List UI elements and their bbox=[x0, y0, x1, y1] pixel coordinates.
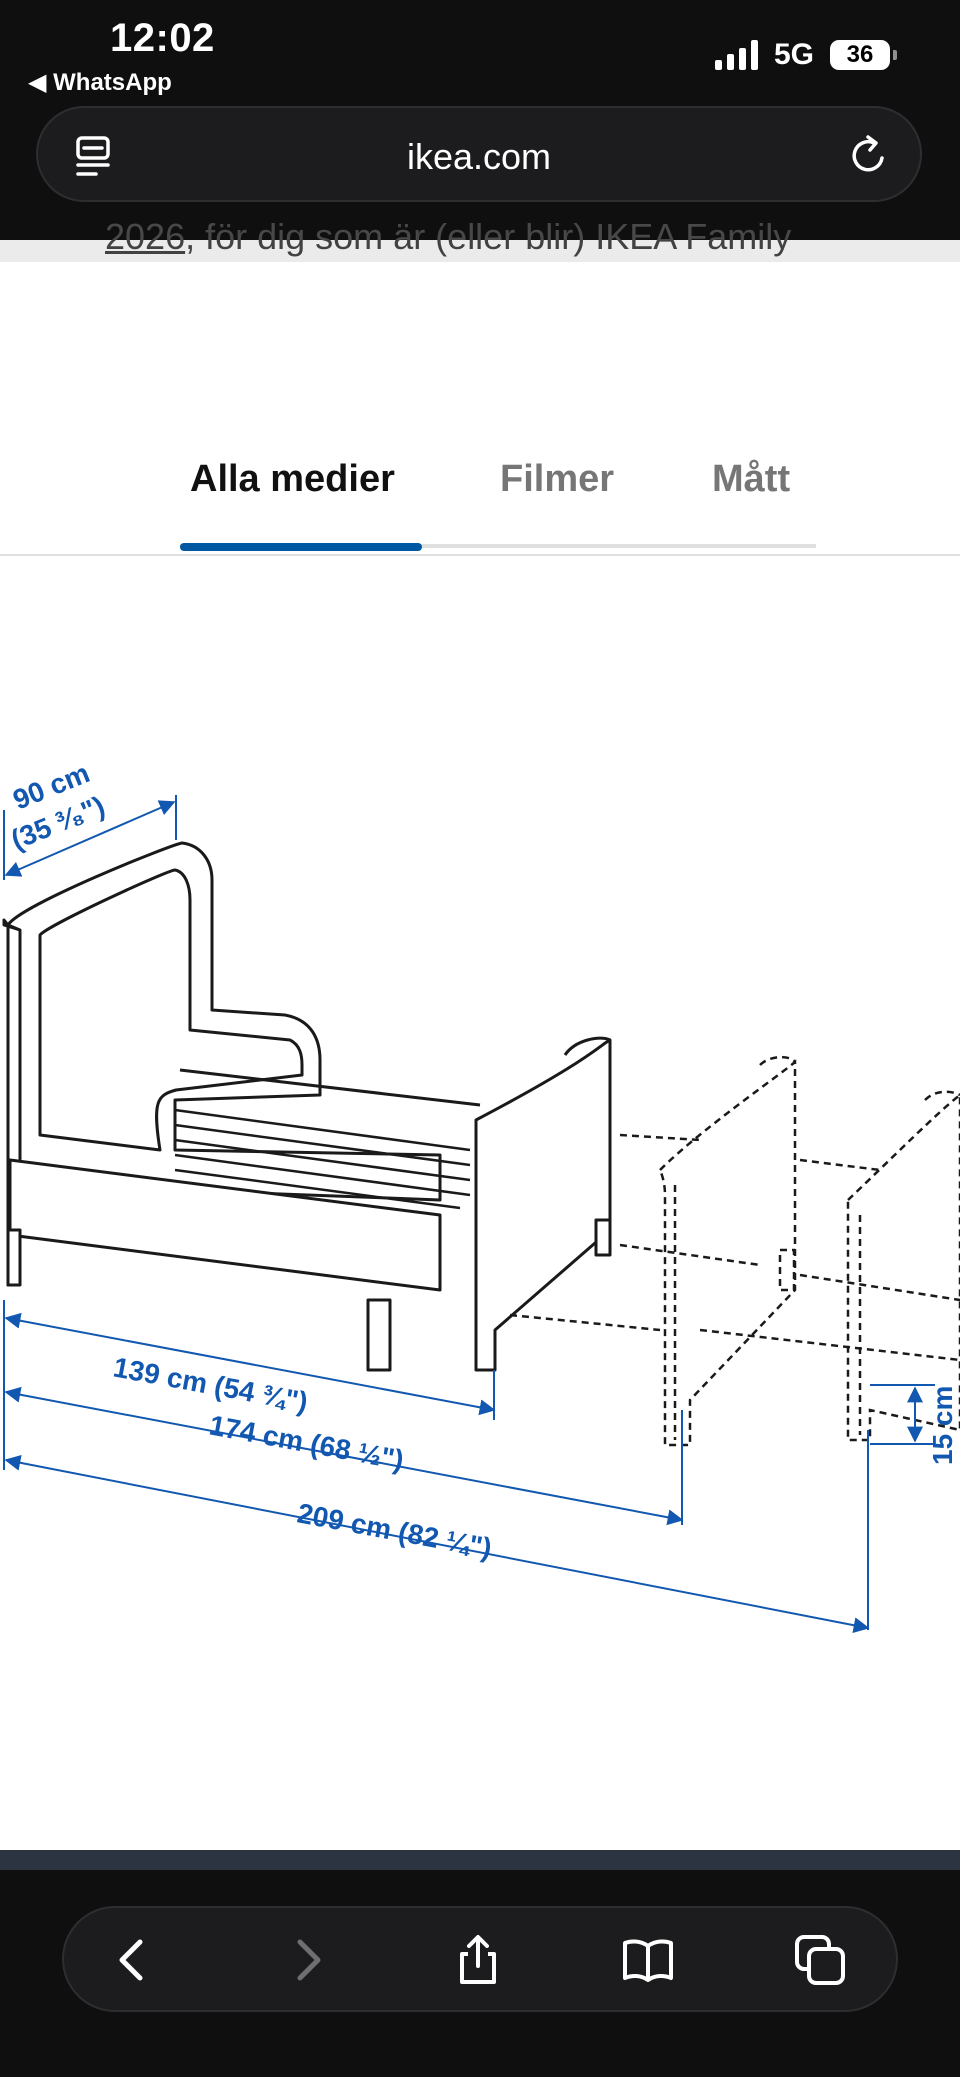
tab-active-indicator bbox=[180, 543, 422, 551]
tab-films[interactable]: Filmer bbox=[500, 458, 615, 500]
tabs-icon[interactable] bbox=[792, 1932, 848, 1988]
clipped-text-rest: , för dig som är (eller blir) IKEA Famil… bbox=[185, 216, 792, 257]
network-type: 5G bbox=[773, 38, 814, 71]
bed-dimension-drawing: 90 cm (35 ³⁄₈") 139 cm (54 ¾") 174 cm (6… bbox=[2, 757, 960, 1634]
bed-illustration bbox=[2, 841, 612, 1372]
tab-all-media[interactable]: Alla medier bbox=[190, 458, 395, 500]
back-to-app-link[interactable]: ◀ WhatsApp bbox=[28, 69, 172, 96]
status-time: 12:02 bbox=[110, 16, 215, 60]
dim-length-139: 139 cm (54 ¾") bbox=[111, 1351, 310, 1417]
tab-track bbox=[180, 544, 816, 548]
back-icon[interactable] bbox=[106, 1932, 162, 1988]
tab-dimensions[interactable]: Mått bbox=[712, 458, 791, 500]
battery-icon: 36 bbox=[830, 40, 897, 70]
forward-icon[interactable] bbox=[278, 1932, 334, 1988]
battery-level: 36 bbox=[846, 41, 874, 68]
bed-extensions bbox=[509, 1055, 960, 1447]
reload-icon[interactable] bbox=[846, 132, 892, 178]
reader-mode-icon[interactable] bbox=[74, 134, 114, 178]
bookmarks-icon[interactable] bbox=[620, 1932, 676, 1988]
browser-top-chrome: 12:02 ◀ WhatsApp 5G 36 ikea.com bbox=[0, 0, 960, 240]
cellular-signal-icon bbox=[714, 40, 758, 70]
dim-length-174: 174 cm (68 ½") bbox=[207, 1409, 406, 1475]
url-text[interactable]: ikea.com bbox=[406, 136, 552, 177]
tabs-divider bbox=[0, 554, 960, 556]
status-indicators: 5G 36 bbox=[714, 38, 897, 72]
address-bar[interactable]: ikea.com bbox=[36, 106, 922, 202]
clipped-page-text: 2026, för dig som är (eller blir) IKEA F… bbox=[0, 216, 960, 262]
dim-height-15: 15 cm bbox=[927, 1386, 958, 1465]
page-bottom-edge bbox=[0, 1850, 960, 1872]
dim-length-209: 209 cm (82 ¼") bbox=[295, 1497, 494, 1563]
media-tabs: Alla medier Filmer Mått bbox=[0, 440, 960, 556]
clipped-link[interactable]: 2026 bbox=[105, 216, 186, 257]
dimension-lines bbox=[3, 795, 935, 1634]
browser-bottom-chrome bbox=[0, 1870, 960, 2077]
share-icon[interactable] bbox=[450, 1932, 506, 1988]
browser-toolbar bbox=[62, 1906, 898, 2012]
